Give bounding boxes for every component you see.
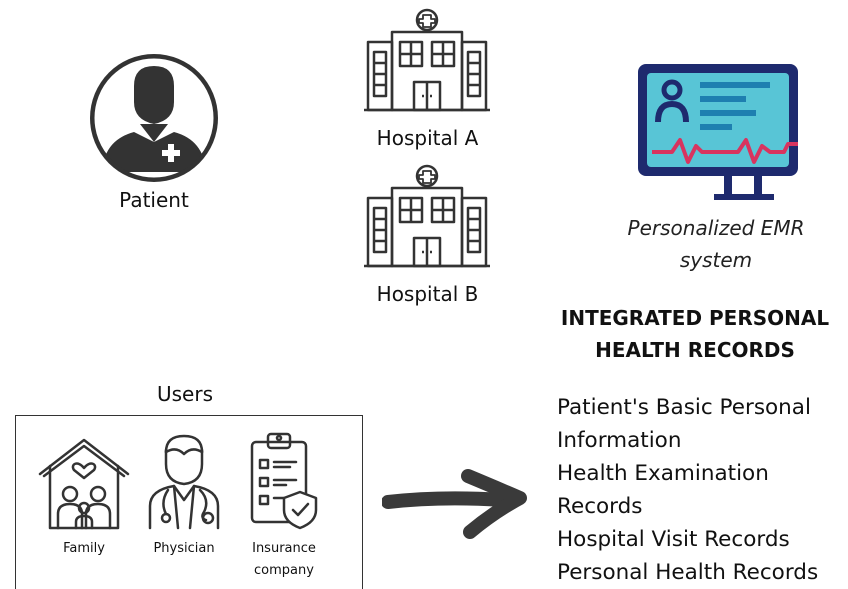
hospital-b-node: Hospital B (360, 164, 495, 306)
users-label: Users (156, 382, 213, 406)
insurance-label: Insurance company (234, 538, 334, 582)
records-list: Patient's Basic Personal Information Hea… (557, 391, 847, 589)
records-list-item: Personal Health Records (557, 560, 819, 585)
insurance-icon (250, 432, 318, 530)
family-icon (38, 438, 130, 530)
insurance-label-line1: Insurance (252, 541, 316, 556)
physician-label: Physician (153, 541, 215, 556)
arrow-icon (382, 469, 527, 539)
hospital-a-label: Hospital A (376, 126, 479, 150)
hospital-icon (364, 164, 490, 268)
emr-label-line2: system (679, 248, 753, 272)
records-list-item: Records (557, 494, 643, 519)
hospital-b-label: Hospital B (376, 282, 479, 306)
patient-icon (90, 54, 218, 182)
records-list-item: Hospital Visit Records (557, 527, 790, 552)
physician-icon (148, 434, 220, 530)
family-label: Family (63, 541, 105, 556)
monitor-icon (638, 64, 798, 200)
emr-label: Personalized EMR system (600, 212, 832, 276)
records-title-line1: INTEGRATED PERSONAL (560, 306, 830, 330)
records-list-item: Health Examination (557, 461, 769, 486)
records-title-line2: HEALTH RECORDS (595, 338, 795, 362)
insurance-label-line2: company (254, 563, 314, 578)
records-list-item: Information (557, 428, 682, 453)
emr-label-line1: Personalized EMR (627, 216, 805, 240)
records-title: INTEGRATED PERSONAL HEALTH RECORDS (545, 302, 845, 366)
patient-label: Patient (119, 188, 189, 212)
hospital-a-node: Hospital A (360, 8, 495, 150)
hospital-icon (364, 8, 490, 112)
users-box: Family Physician Insurance company (15, 415, 363, 589)
records-list-item: Patient's Basic Personal (557, 395, 811, 420)
